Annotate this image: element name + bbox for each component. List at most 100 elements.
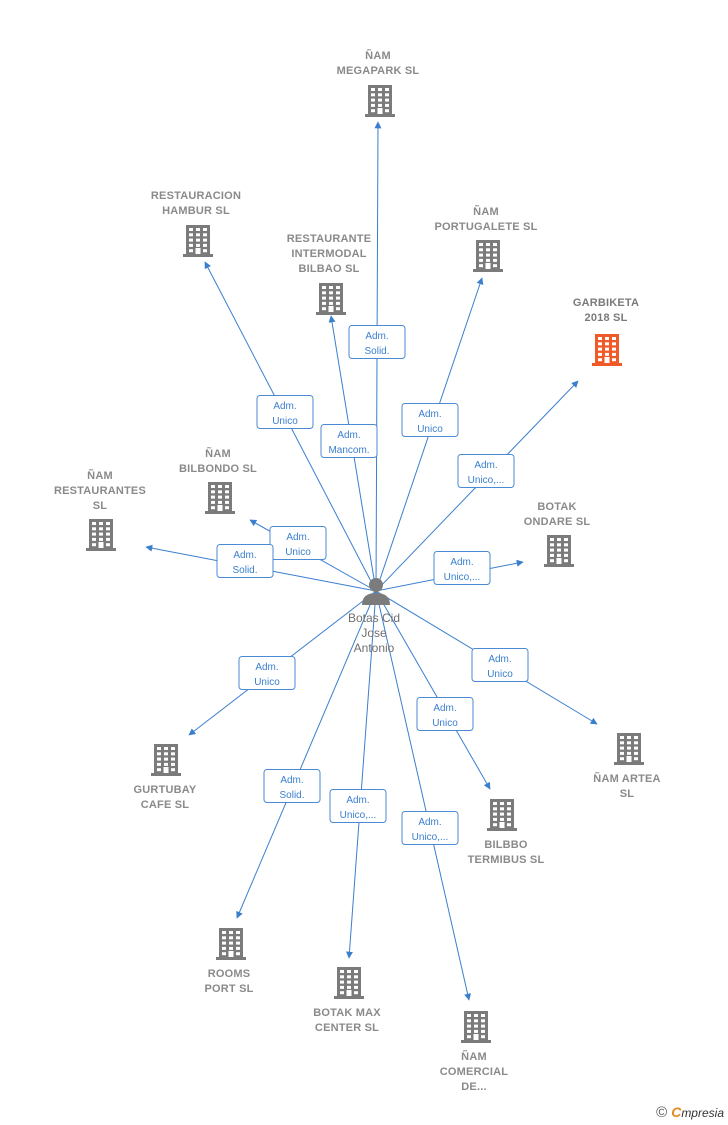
company-name-line: ÑAM	[461, 1050, 487, 1063]
role-text-line: Unico,...	[412, 832, 449, 843]
company-name-line: MEGAPARK SL	[337, 65, 420, 77]
role-text-line: Unico	[487, 669, 513, 680]
role-text-line: Adm.	[474, 460, 497, 471]
company-name-line: DE...	[461, 1081, 486, 1093]
company-node[interactable]: ÑAM COMERCIAL DE...	[440, 1011, 508, 1093]
role-badge: Adm. Solid.	[348, 325, 406, 359]
company-name-line: RESTAURANTE	[287, 233, 372, 245]
company-name-line: CENTER SL	[315, 1022, 379, 1034]
company-name-line: CAFE SL	[141, 799, 190, 811]
role-badge: Adm. Unico,...	[433, 551, 491, 585]
company-name-line: ÑAM	[365, 49, 391, 62]
role-badge: Adm. Unico	[471, 648, 529, 682]
role-badge: Adm.Unico	[256, 395, 314, 429]
company-name-line: SL	[620, 788, 635, 800]
company-node[interactable]: BILBBO TERMIBUS SL	[468, 799, 545, 866]
role-text-line: Mancom.	[328, 445, 369, 456]
company-name-line: ROOMS	[208, 968, 251, 980]
company-node[interactable]: GARBIKETA 2018 SL	[573, 297, 639, 366]
role-text-line: Adm.	[488, 654, 511, 665]
role-text-line: Adm.	[337, 430, 360, 441]
role-text-line: Unico,...	[444, 572, 481, 583]
role-text-line: Adm.	[233, 550, 256, 561]
company-name-line: RESTAURACION	[151, 190, 241, 202]
company-name-line: BILBBO	[484, 839, 528, 851]
company-node[interactable]: ÑAM RESTAURANTES SL	[54, 469, 146, 551]
company-node[interactable]: ÑAM PORTUGALETE SL	[434, 205, 537, 272]
person-name-line: Botas Cid	[348, 611, 400, 625]
company-name-line: SL	[93, 500, 108, 512]
role-text-line: Adm.	[286, 532, 309, 543]
company-name-line: RESTAURANTES	[54, 485, 146, 497]
company-name-line: INTERMODAL	[291, 248, 366, 260]
building-icon	[592, 334, 622, 366]
role-text-line: Adm.	[450, 557, 473, 568]
company-name-line: BILBONDO SL	[179, 463, 257, 475]
role-text-line: Unico	[272, 416, 298, 427]
building-icon	[487, 799, 517, 831]
brand-name: mpresia	[681, 1106, 724, 1120]
building-icon	[365, 85, 395, 117]
company-node[interactable]: GURTUBAY CAFE SL	[134, 744, 197, 811]
role-badge: Adm. Solid.	[216, 544, 274, 578]
company-node[interactable]: RESTAURACION HAMBUR SL	[151, 190, 241, 257]
brand-initial: C	[671, 1104, 682, 1120]
role-text-line: Adm.	[418, 409, 441, 420]
edge-line	[345, 590, 377, 959]
building-icon	[544, 535, 574, 567]
company-name-line: ÑAM	[87, 469, 113, 482]
edge-line	[375, 590, 491, 790]
role-text-line: Unico	[254, 677, 280, 688]
company-name-line: ONDARE SL	[524, 516, 591, 528]
building-icon	[86, 519, 116, 551]
copyright-icon: ©	[656, 1104, 668, 1121]
company-name-line: GARBIKETA	[573, 297, 639, 309]
company-node[interactable]: BOTAK ONDARE SL	[524, 501, 591, 567]
role-badge: Adm. Unico	[401, 403, 459, 437]
building-icon	[461, 1011, 491, 1043]
company-node[interactable]: BOTAK MAX CENTER SL	[313, 967, 381, 1034]
edge-line	[236, 590, 377, 919]
role-text-line: Adm.	[255, 662, 278, 673]
building-icon	[316, 283, 346, 315]
company-node[interactable]: ÑAM BILBONDO SL	[179, 447, 257, 514]
role-text-line: Adm.	[346, 795, 369, 806]
company-node[interactable]: ÑAM MEGAPARK SL	[337, 49, 420, 117]
company-name-line: HAMBUR SL	[162, 205, 230, 217]
building-icon	[334, 967, 364, 999]
company-node[interactable]: ROOMS PORT SL	[204, 928, 253, 995]
role-text-line: Adm.	[433, 703, 456, 714]
role-text-line: Solid.	[232, 565, 257, 576]
role-text-line: Solid.	[364, 346, 389, 357]
role-badge: Adm.Unico,...	[329, 789, 387, 823]
company-name-line: PORT SL	[204, 983, 253, 995]
company-name-line: BILBAO SL	[298, 263, 359, 275]
building-icon	[614, 733, 644, 765]
company-name-line: BOTAK MAX	[313, 1007, 381, 1019]
role-text-line: Unico	[417, 424, 443, 435]
role-text-line: Adm.	[280, 775, 303, 786]
building-icon	[205, 482, 235, 514]
company-name-line: 2018 SL	[585, 312, 628, 324]
role-text-line: Solid.	[279, 790, 304, 801]
role-badge: Adm.Unico,...	[401, 811, 459, 845]
company-node[interactable]: RESTAURANTE INTERMODAL BILBAO SL	[287, 233, 372, 315]
edge-line	[375, 590, 472, 1001]
company-name-line: TERMIBUS SL	[468, 854, 545, 866]
company-name-line: BOTAK	[537, 501, 576, 513]
company-node[interactable]: ÑAM ARTEA SL	[593, 733, 660, 800]
role-text-line: Adm.	[365, 331, 388, 342]
company-name-line: ÑAM	[473, 205, 499, 218]
company-name-line: COMERCIAL	[440, 1066, 508, 1078]
company-name-line: ÑAM	[205, 447, 231, 460]
role-badge: Adm.Unico	[416, 697, 474, 731]
company-name-line: ÑAM ARTEA	[593, 772, 660, 785]
company-name-line: PORTUGALETE SL	[434, 221, 537, 233]
role-text-line: Unico,...	[468, 475, 505, 486]
empresia-footer[interactable]: ©Cmpresia	[656, 1104, 724, 1121]
role-badge: Adm. Unico	[238, 656, 296, 690]
company-name-line: GURTUBAY	[134, 784, 197, 796]
